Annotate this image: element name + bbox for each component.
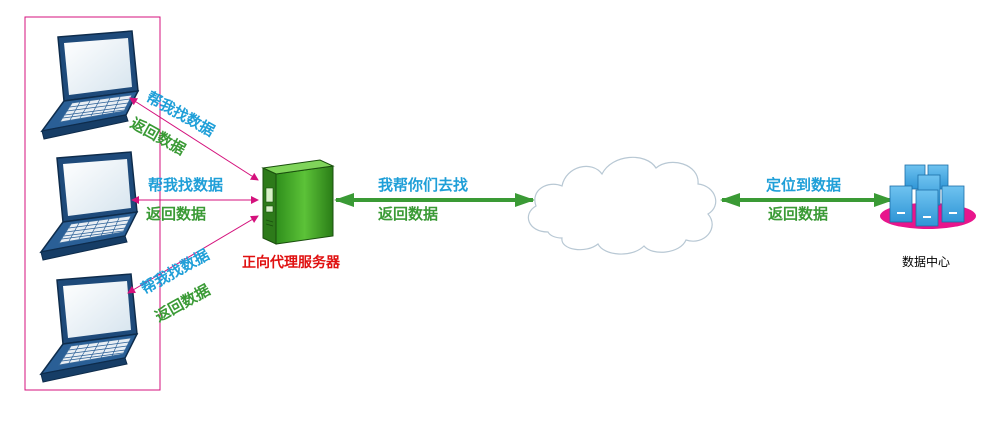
laptop-icon [41, 30, 139, 140]
laptop-icon [40, 151, 138, 261]
label-proxy-return: 返回数据 [378, 205, 439, 223]
laptop-icon [40, 273, 138, 383]
cloud-icon [527, 156, 717, 255]
server-tower-icon [261, 159, 335, 245]
label-return-2: 返回数据 [146, 205, 207, 223]
label-datacenter-return: 返回数据 [768, 205, 829, 223]
datacenter-label: 数据中心 [902, 255, 951, 269]
proxy-server-label: 正向代理服务器 [242, 255, 340, 271]
label-request-2: 帮我找数据 [148, 176, 224, 194]
link-laptop3-proxy [127, 215, 259, 294]
label-proxy-request: 我帮你们去找 [378, 176, 469, 194]
link-laptop1-proxy [129, 97, 259, 181]
label-locate: 定位到数据 [766, 176, 842, 194]
server-rack-icon [880, 164, 976, 229]
